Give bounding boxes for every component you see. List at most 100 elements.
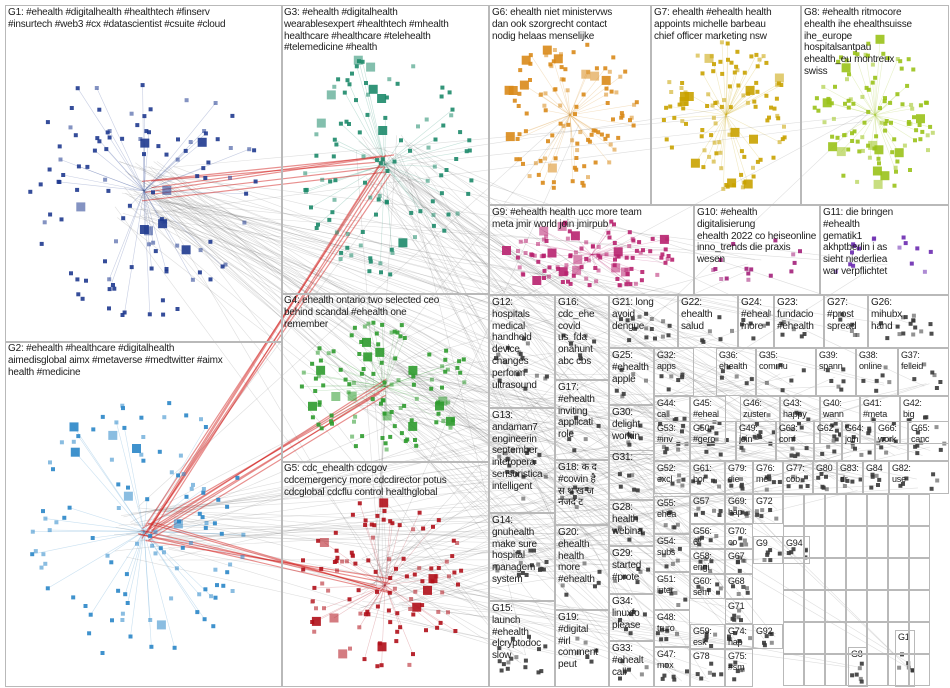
graph-node [175, 243, 180, 248]
group-label-g33: G33: #ehealt call [612, 643, 644, 678]
graph-node [727, 634, 731, 639]
graph-node [627, 244, 632, 249]
inter-group-edge [168, 166, 624, 627]
graph-node [313, 376, 318, 381]
graph-node [740, 486, 745, 491]
graph-node [669, 374, 674, 379]
graph-node [557, 221, 567, 231]
graph-node [395, 330, 400, 335]
intra-group-edge [380, 164, 386, 264]
graph-node [120, 403, 125, 408]
graph-node [368, 256, 373, 261]
graph-node [575, 148, 580, 153]
intra-group-edge [713, 64, 727, 116]
graph-node [446, 212, 451, 217]
group-label-g84: G84 [866, 463, 883, 473]
group-label-g78: G78 [693, 651, 710, 661]
intra-group-edge [77, 88, 145, 192]
inter-group-edge [165, 200, 515, 656]
graph-node [584, 257, 589, 261]
graph-node [39, 565, 44, 570]
graph-node [244, 191, 249, 196]
graph-node [147, 312, 152, 317]
graph-node [609, 89, 614, 94]
graph-node [867, 450, 872, 455]
graph-node [314, 153, 319, 158]
intra-group-edge [384, 164, 421, 212]
graph-node [318, 358, 323, 363]
graph-node [592, 339, 597, 344]
graph-node [586, 258, 591, 263]
graph-node [852, 51, 857, 56]
graph-node [735, 49, 740, 54]
graph-node [897, 245, 902, 250]
graph-node [655, 631, 660, 636]
graph-node [659, 476, 664, 481]
graph-node [69, 271, 73, 276]
graph-node [574, 505, 579, 510]
graph-node [517, 91, 522, 96]
graph-node [589, 132, 594, 137]
graph-node [357, 130, 362, 135]
graph-node [532, 253, 537, 258]
inter-group-edge [396, 449, 761, 584]
group-label-g71: G71 [728, 601, 745, 611]
graph-node [339, 250, 344, 255]
graph-node [912, 115, 916, 120]
graph-node [682, 416, 687, 421]
graph-node [438, 620, 443, 625]
intra-group-edge [143, 190, 163, 224]
highlighted-edge [139, 533, 393, 594]
group-label-g6: G6: ehealth niet ministervws dan ook szo… [492, 7, 613, 42]
graph-node [497, 454, 502, 459]
graph-node [365, 112, 370, 117]
graph-node [804, 446, 809, 451]
group-box-g77: G77: cob [783, 461, 813, 494]
inter-group-edge [159, 451, 710, 510]
graph-node [680, 483, 685, 488]
intra-group-edge [49, 529, 145, 532]
graph-node [330, 210, 335, 215]
graph-node [726, 365, 731, 370]
group-label-g42: G42: big [903, 398, 922, 419]
graph-node [668, 510, 673, 515]
intra-group-edge [874, 93, 898, 116]
graph-node [845, 478, 850, 483]
group-label-g70: G70: co [728, 526, 747, 547]
graph-node [230, 113, 235, 118]
intra-group-edge [725, 114, 761, 160]
graph-node [755, 64, 760, 69]
inter-group-edge [155, 193, 749, 560]
intra-group-edge [725, 95, 744, 116]
graph-node [332, 197, 337, 202]
graph-node [613, 528, 618, 533]
graph-node [425, 178, 430, 183]
graph-node [518, 352, 523, 356]
intra-group-edge [126, 531, 145, 575]
graph-node [658, 421, 663, 426]
graph-node [153, 249, 158, 254]
graph-node [700, 535, 704, 540]
graph-node [525, 341, 530, 346]
graph-node [929, 486, 934, 491]
graph-node [680, 119, 685, 124]
graph-node [839, 387, 844, 392]
graph-node [928, 124, 933, 129]
inter-group-edge [143, 172, 718, 451]
graph-node [228, 175, 232, 180]
graph-node [736, 559, 740, 564]
graph-node [326, 588, 331, 593]
graph-node [740, 322, 744, 327]
graph-node [712, 140, 717, 145]
inter-group-edge [361, 136, 707, 678]
graph-node [712, 62, 716, 67]
graph-node [844, 58, 849, 63]
intra-group-edge [569, 80, 607, 116]
graph-node [203, 525, 208, 530]
group-box-g66: G66: work [875, 421, 908, 461]
graph-node [178, 453, 183, 458]
graph-node [757, 433, 761, 438]
inter-group-edge [380, 426, 578, 571]
grid-cell [825, 494, 846, 526]
graph-node [727, 132, 732, 137]
